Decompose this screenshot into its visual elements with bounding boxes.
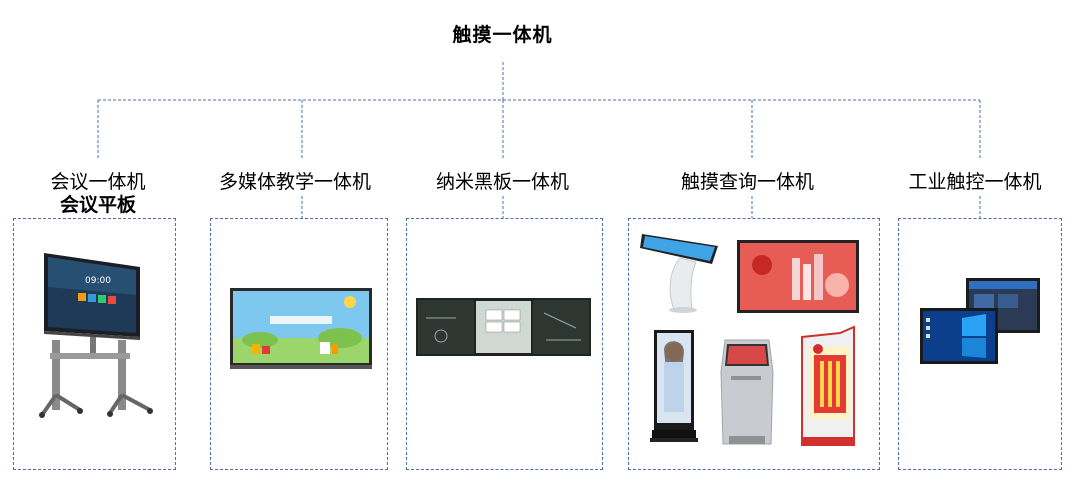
category-sublabel-meeting: 会议平板	[59, 194, 136, 216]
diagram-title: 触摸一体机	[452, 24, 553, 46]
category-label-industrial: 工业触控一体机	[908, 171, 1042, 193]
category-label-teaching: 多媒体教学一体机	[218, 171, 371, 193]
category-box-blackboard	[406, 218, 603, 470]
party-building-kiosk	[801, 325, 855, 446]
category-label-query: 触摸查询一体机	[680, 171, 814, 193]
category-box-teaching	[210, 218, 388, 470]
tilted-kiosk	[640, 234, 718, 313]
category-label-meeting: 会议一体机	[50, 171, 146, 193]
query-terminal-kiosk	[720, 339, 774, 445]
category-box-meeting	[13, 218, 176, 470]
svg-text:09:00: 09:00	[85, 276, 111, 286]
category-box-industrial	[898, 218, 1062, 470]
nano-blackboard	[416, 298, 591, 356]
teaching-display	[230, 288, 372, 369]
vertical-ad-totem	[650, 330, 698, 442]
category-label-blackboard: 纳米黑板一体机	[435, 171, 569, 193]
meeting-panel-on-stand: 09:00	[39, 253, 153, 418]
wall-advertising-display	[737, 240, 859, 313]
category-box-query	[628, 218, 880, 470]
industrial-panels	[920, 278, 1040, 364]
